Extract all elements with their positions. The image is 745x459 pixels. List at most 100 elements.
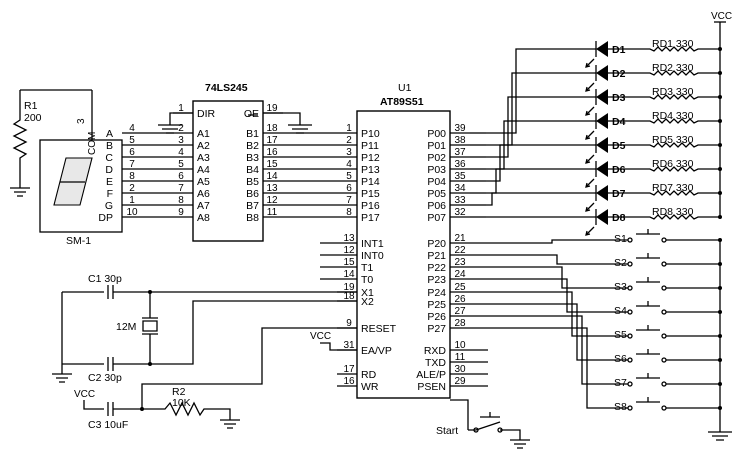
mcu-left-pin-label: P14 [361,176,380,188]
segment-pin-number: 2 [129,183,135,194]
led-emission-icon [585,130,595,140]
mcu-right-pin-number: 37 [454,147,466,158]
switch-contact [627,309,633,315]
start-switch: Start [436,399,530,449]
r1-value: 200 [24,112,42,124]
led-emission-icon [585,106,595,116]
reset-circuit: VCC C3 10uF R2 10K VCC [74,327,357,431]
mcu-left-pin-number: 13 [343,233,355,244]
mcu-right-pin-number: 30 [454,364,466,375]
vcc-rail: VCC [711,11,732,218]
ground-icon [52,373,72,383]
switch-wire [470,315,628,385]
mcu-right-pin-label: P23 [427,274,446,286]
ls-right-pin-number: 15 [266,159,278,170]
mcu-left-pin-number: 7 [346,195,352,206]
led-wire [486,96,596,158]
mcu-right-pin-number: 36 [454,159,466,170]
led-icon [596,161,608,177]
mcu-body [356,110,451,399]
switch-contact [627,333,633,339]
mcu-right-pins: 39P0038P0137P0236P0335P0434P0533P0632P07… [416,123,488,393]
segment-pin-number: 7 [129,159,135,170]
led-resistor-label: RD3 330 [652,86,694,98]
switch-contact [627,285,633,291]
switch-label: S3 [614,281,627,293]
oscillator: C1 30p C2 30p 12M [52,273,357,384]
mcu-right-pin-number: 25 [454,282,466,293]
switch-wire [470,278,628,313]
mcu-left-pin-number: 2 [346,135,352,146]
ls-left-pin-label: DIR [197,108,216,120]
led-ref: D8 [612,212,626,224]
mcu-left-pin-label: P12 [361,152,380,164]
segment-label: D [105,164,113,176]
mcu-left-pin-label: T0 [361,274,373,286]
led-icon [596,113,608,129]
ls-left-pin-number: 3 [178,135,184,146]
switch-ground-rail [708,240,732,441]
switch-contact [627,237,633,243]
led-resistor [608,214,720,220]
led-resistor [608,118,720,124]
switch-contact [661,285,667,291]
mcu-right-pin-number: 33 [454,195,466,206]
mcu-left-pin-number: 8 [346,207,352,218]
mcu-right-pin-label: P21 [427,250,446,262]
led-resistor-label: RD6 330 [652,158,694,170]
mcu-left-pin-number: 31 [343,340,355,351]
led-wire [486,144,596,182]
ls-right-pin-number: 19 [266,103,278,114]
mcu-right-pin-label: P26 [427,311,446,323]
mcu-left-pin-number: 17 [343,364,355,375]
mcu-right-pin-number: 38 [454,135,466,146]
segment-label: C [105,152,113,164]
led-wire [486,168,596,194]
led-resistor-label: RD8 330 [652,206,694,218]
ls-left-pin-label: A4 [197,164,210,176]
mcu-left-pin-label: WR [361,381,379,393]
mcu-right-pin-label: P25 [427,299,446,311]
vcc-label-ea: VCC [310,331,331,342]
led-emission-icon [585,202,595,212]
led-emission-icon [585,226,595,236]
ls-right-pin-label: B2 [246,140,259,152]
mcu-right-pin-number: 10 [454,340,466,351]
led-wire [486,192,596,206]
mcu-left-pin-number: 1 [346,123,352,134]
ls-right-pin-number: 14 [266,171,278,182]
ls-right-pin-label: B3 [246,152,259,164]
led-resistor-label: RD1 330 [652,38,694,50]
segment-label: DP [98,212,113,224]
c2-label: C2 30p [88,372,122,384]
led-ref: D2 [612,68,626,80]
ls-right-pin-number: 12 [266,195,278,206]
c1-label: C1 30p [88,273,122,285]
mcu-right-pin-label: P05 [427,188,446,200]
ls-right-pin-label: B1 [246,128,259,140]
mcu-right-pin-label: P22 [427,262,446,274]
ls-left-pin-label: A6 [197,188,210,200]
led-emission-icon [585,154,595,164]
segment-label: E [106,176,113,188]
mcu-right-pin-number: 39 [454,123,466,134]
switch-contact [661,405,667,411]
led-resistor [608,94,720,100]
switch-label: S1 [614,233,627,245]
led-ref: D4 [612,116,626,128]
ground-icon [10,187,30,197]
mcu-left-pin-label: RD [361,369,377,381]
switch-contact [627,261,633,267]
mcu-left-pin-number: 6 [346,183,352,194]
led-resistor [608,190,720,196]
mcu-left-pin-number: 3 [346,147,352,158]
mcu-left-pin-label: P17 [361,212,380,224]
led-resistor [608,46,720,52]
mcu-left-pin-label: T1 [361,262,373,274]
led-resistor-label: RD7 330 [652,182,694,194]
ls-right-pin-label: OE [244,108,259,120]
mcu-right-pin-number: 23 [454,257,466,268]
